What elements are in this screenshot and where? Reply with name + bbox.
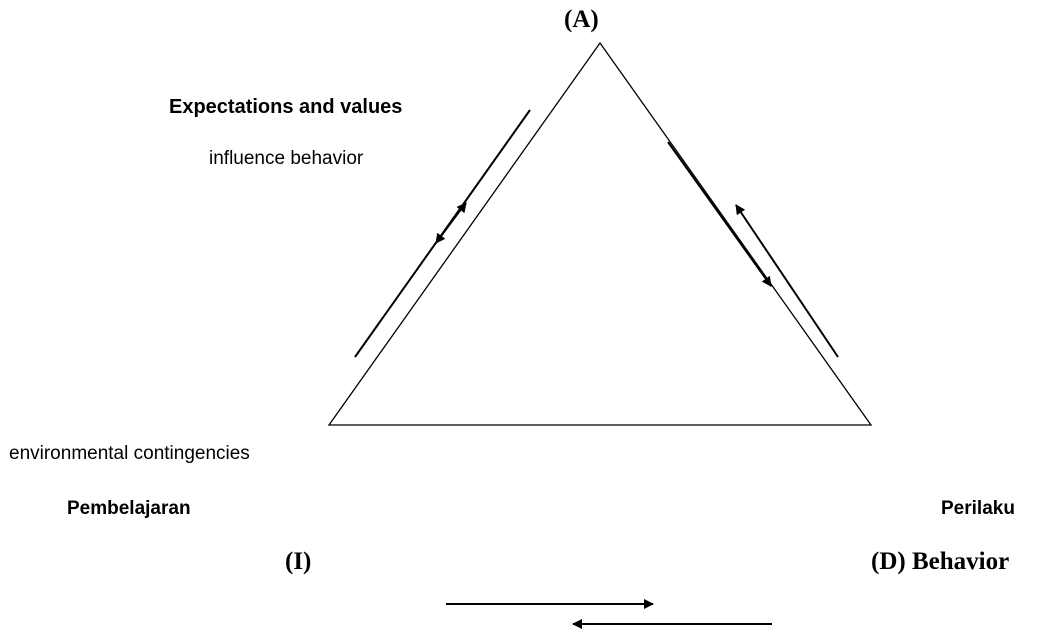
expectations-label: Expectations and values <box>169 96 403 118</box>
influence-label: influence behavior <box>209 148 364 169</box>
right-edge-arrow-down <box>667 141 772 287</box>
vertex-top-label: (A) <box>564 6 599 33</box>
environmental-label: environmental contingencies <box>9 443 250 464</box>
left-edge-arrow-down <box>435 212 459 244</box>
vertex-right-label: (D) Behavior <box>871 548 1010 575</box>
pembelajaran-label: Pembelajaran <box>67 498 191 519</box>
triangle <box>327 41 873 426</box>
perilaku-label: Perilaku <box>941 498 1015 519</box>
right-edge-arrow-up <box>735 204 839 358</box>
vertex-left-label: (I) <box>285 548 312 575</box>
